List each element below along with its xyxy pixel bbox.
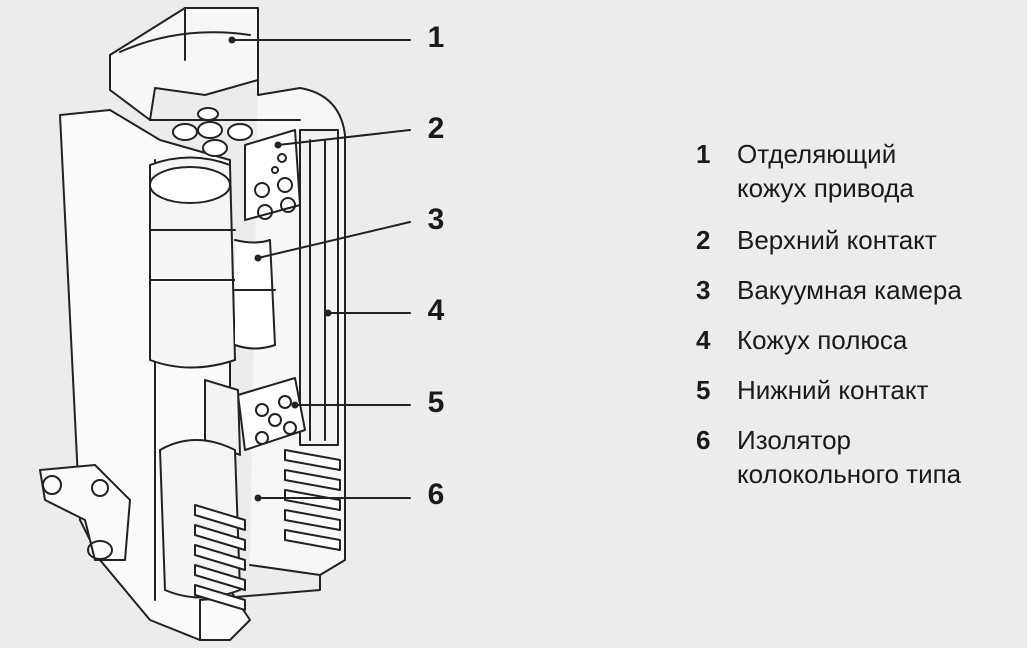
callout-4: 4	[427, 294, 445, 327]
leader-lines	[228, 36, 411, 502]
vacuum-interrupter	[149, 156, 276, 369]
insulator-sheds-right	[284, 449, 341, 551]
legend-number: 3	[696, 275, 711, 305]
legend-label: Верхний контакт	[737, 225, 937, 255]
legend-number: 6	[696, 425, 711, 455]
legend-number: 2	[696, 225, 711, 255]
top-bushings	[172, 107, 253, 157]
insulator-sheds-left	[194, 504, 246, 611]
legend-label: Кожух полюса	[737, 325, 908, 355]
legend-number: 1	[696, 139, 711, 169]
legend-number: 4	[696, 325, 711, 355]
callout-2: 2	[427, 112, 445, 145]
legend-label: Вакуумная камера	[737, 275, 962, 305]
callout-3: 3	[427, 203, 445, 236]
callout-5: 5	[427, 386, 445, 419]
upper-contact	[244, 129, 301, 221]
mounting-bracket	[39, 464, 131, 561]
legend-label: Изолятор колокольного типа	[737, 425, 962, 489]
legend-number: 5	[696, 375, 711, 405]
bell-insulator	[159, 439, 341, 611]
legend-label: Отделяющий кожух привода	[737, 139, 914, 203]
mechanism-cover	[109, 7, 301, 121]
lower-contact	[204, 377, 306, 456]
callout-6: 6	[427, 478, 445, 511]
legend-label: Нижний контакт	[737, 375, 929, 405]
callout-1: 1	[427, 21, 445, 54]
